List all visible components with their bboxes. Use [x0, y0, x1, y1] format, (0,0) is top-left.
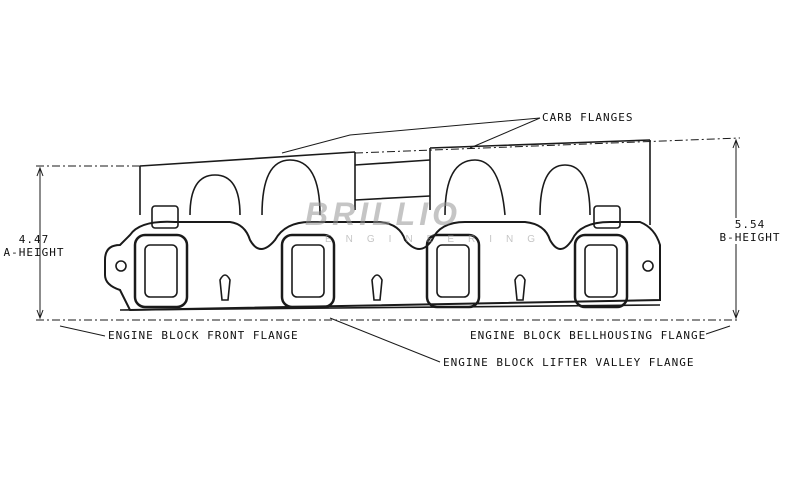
bellhousing-flange-label: ENGINE BLOCK BELLHOUSING FLANGE [470, 329, 707, 342]
carb-flanges-label: CARB FLANGES [542, 111, 634, 124]
a-height-dimension: 4.47 A-HEIGHT [2, 233, 66, 259]
a-height-label: A-HEIGHT [3, 246, 65, 259]
watermark-brand: BRILLIO [305, 196, 461, 232]
b-height-dimension: 5.54 B-HEIGHT [712, 218, 788, 244]
b-height-label: B-HEIGHT [719, 231, 781, 244]
a-height-value: 4.47 [18, 233, 50, 246]
front-flange-label: ENGINE BLOCK FRONT FLANGE [108, 329, 299, 342]
watermark-sub: ENGINEERING [325, 234, 550, 245]
b-height-value: 5.54 [734, 218, 766, 231]
lifter-valley-flange-label: ENGINE BLOCK LIFTER VALLEY FLANGE [443, 356, 695, 369]
